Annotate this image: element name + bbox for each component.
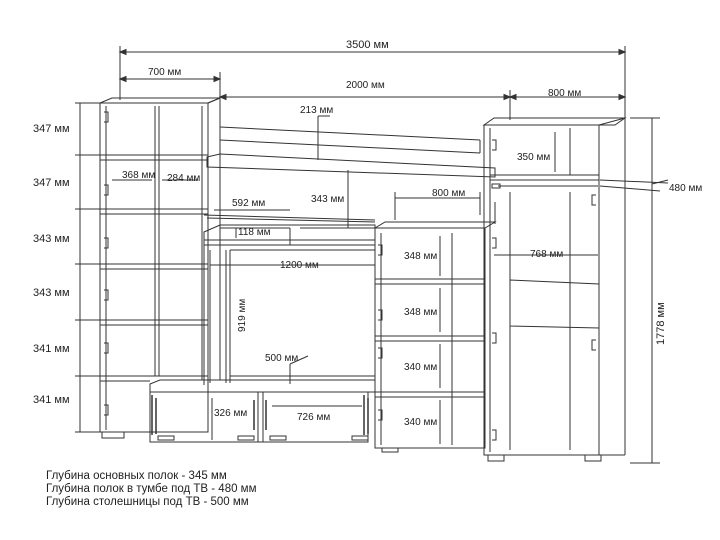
depth-480-label: 480 мм (669, 183, 702, 194)
tv-unit (149, 224, 376, 443)
wardrobe-shelf-label: 350 мм (517, 152, 550, 163)
niche-368-label: 368 мм (122, 170, 155, 181)
middle-width-label: 2000 мм (346, 80, 385, 91)
tv-width-label: 1200 мм (280, 260, 319, 271)
right-shelf-label-3: 340 мм (404, 362, 437, 373)
tv-height-label: 919 мм (237, 299, 248, 332)
height-label-1: 347 мм (33, 123, 70, 135)
wardrobe (482, 117, 669, 464)
tv-base-label: 500 мм (265, 353, 298, 364)
note-main-shelves-depth: Глубина основных полок - 345 мм (46, 470, 227, 482)
small-118-label: 118 мм (238, 227, 271, 238)
top-gap-label: 213 мм (300, 105, 333, 116)
niche-284-label: 284 мм (167, 173, 200, 184)
right-shelf-label-1: 348 мм (404, 251, 437, 262)
cabinet-326-label: 326 мм (214, 408, 247, 419)
module-800-label: 800 мм (432, 188, 465, 199)
note-tv-shelves-depth: Глубина полок в тумбе под ТВ - 480 мм (46, 483, 257, 495)
left-bookcase (99, 97, 221, 439)
gap-343-label: 343 мм (311, 194, 344, 205)
height-label-5: 341 мм (33, 343, 70, 355)
height-label-2: 347 мм (33, 177, 70, 189)
notes-block: Глубина основных полок - 345 мм Глубина … (46, 470, 257, 509)
right-width-label: 800 мм (548, 88, 581, 99)
total-width-label: 3500 мм (346, 39, 389, 51)
right-shelf-label-2: 348 мм (404, 307, 437, 318)
wardrobe-height-label: 1778 мм (655, 302, 667, 345)
right-shelf-label-4: 340 мм (404, 417, 437, 428)
height-label-4: 343 мм (33, 287, 70, 299)
dimension-lines-top (118, 46, 627, 120)
dimension-lines-left (75, 102, 100, 433)
height-label-6: 341 мм (33, 394, 70, 406)
wardrobe-768-label: 768 мм (530, 249, 563, 260)
cabinet-726-label: 726 мм (297, 412, 330, 423)
note-tv-top-depth: Глубина столешницы под ТВ - 500 мм (46, 496, 249, 508)
shelf-592-label: 592 мм (232, 198, 265, 209)
height-label-3: 343 мм (33, 233, 70, 245)
right-shelf-unit (373, 221, 497, 453)
middle-top-section (203, 115, 496, 228)
left-width-label: 700 мм (148, 67, 181, 78)
